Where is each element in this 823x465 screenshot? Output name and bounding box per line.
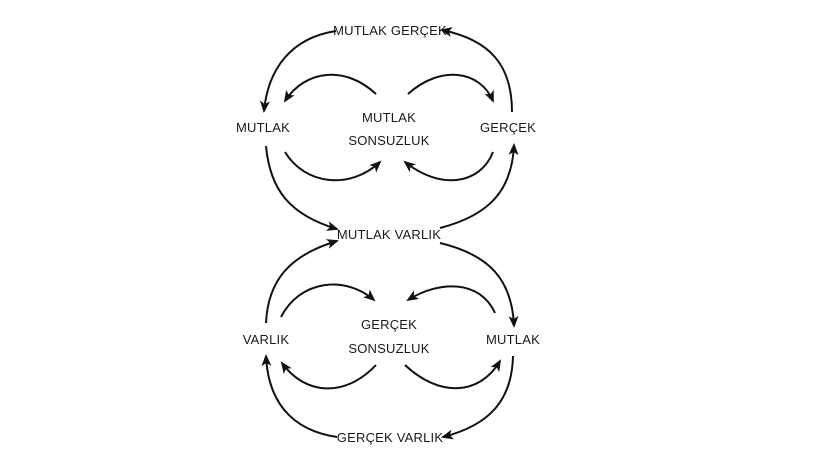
label-mutlak-sonsuzluk-line2: SONSUZLUK (348, 133, 429, 148)
label-gercek-sonsuzluk-line1: GERÇEK (361, 317, 417, 332)
label-gercek-varlik: GERÇEK VARLIK (337, 430, 444, 445)
arrow-mutlak-gercek-to-mutlak (259, 30, 337, 113)
label-gercek-sonsuzluk-line2: SONSUZLUK (348, 341, 429, 356)
arrow-mutlak-sonsuzluk-to-mutlak (283, 73, 377, 103)
arrow-varlik-to-mutlak-varlik (265, 239, 339, 324)
arrow-gercek-varlik-to-varlik (261, 354, 338, 438)
arrow-gercek-sonsuzluk-to-varlik (280, 361, 377, 390)
arrow-gercek-to-mutlak-gercek (440, 27, 513, 113)
arrow-varlik-to-gercek-sonsuzluk (280, 283, 376, 318)
arrow-mutlak-varlik-to-gercek (439, 143, 519, 229)
label-mutlak-varlik: MUTLAK VARLIK (337, 227, 441, 242)
arrow-gercek-sonsuzluk-to-mutlak-lower (404, 359, 502, 390)
arrow-mutlak-varlik-to-mutlak-lower (439, 242, 519, 328)
label-mutlak-gercek: MUTLAK GERÇEK (333, 23, 447, 38)
arrow-mutlak-lower-to-gercek-sonsuzluk (406, 285, 496, 314)
arrow-mutlak-sonsuzluk-to-gercek (407, 73, 494, 103)
label-mutlak-upper: MUTLAK (236, 120, 290, 135)
arrow-mutlak-to-mutlak-sonsuzluk (284, 151, 382, 182)
arrow-gercek-to-mutlak-sonsuzluk (403, 151, 494, 182)
arrow-mutlak-to-mutlak-varlik (265, 145, 339, 231)
label-mutlak-lower: MUTLAK (486, 332, 540, 347)
arrow-mutlak-lower-to-gercek-varlik (441, 355, 514, 440)
label-varlik: VARLIK (243, 332, 290, 347)
label-mutlak-sonsuzluk-line1: MUTLAK (362, 110, 416, 125)
label-gercek-upper: GERÇEK (480, 120, 536, 135)
